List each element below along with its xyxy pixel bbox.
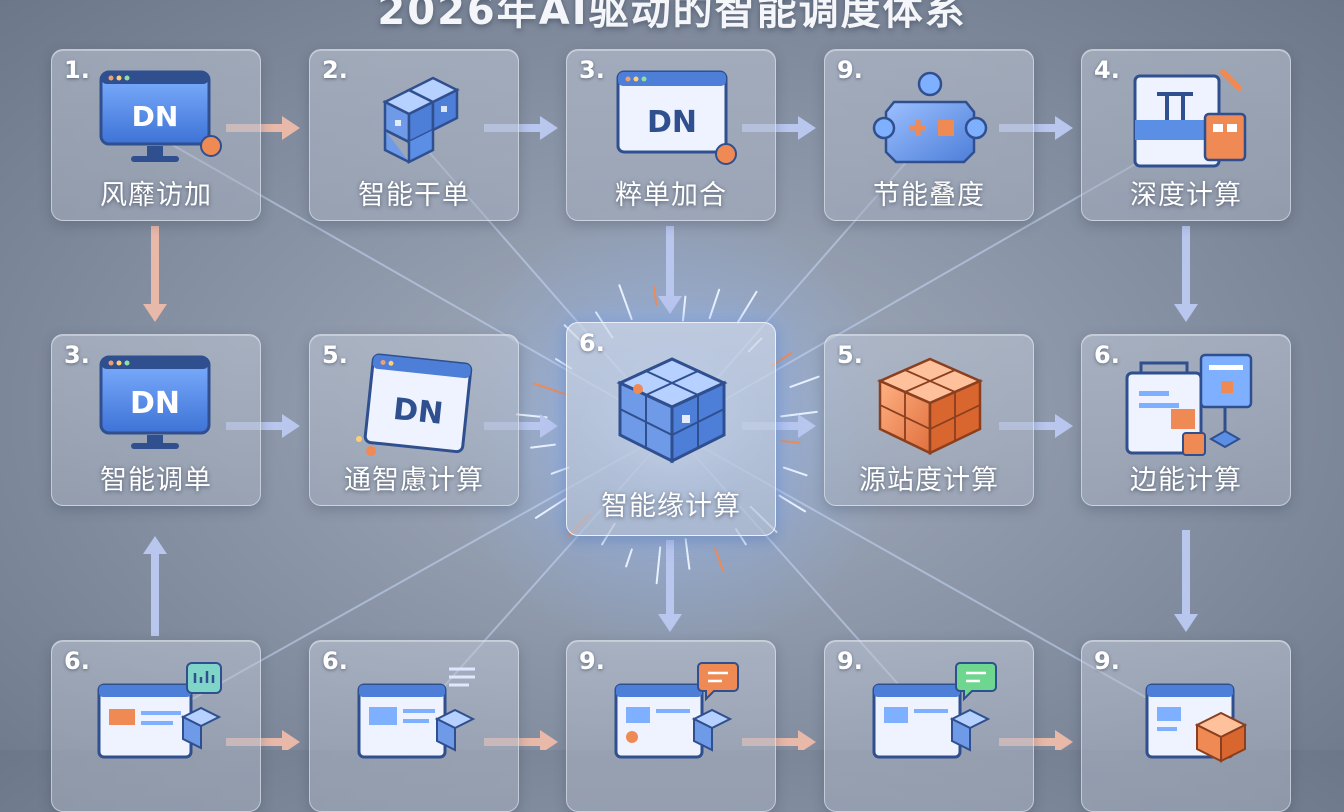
spark-2 — [778, 494, 807, 513]
node-3[interactable]: DN 3. 粹单加合 — [566, 49, 776, 221]
document-cube-icon — [345, 653, 485, 765]
flow-arrow-head-4 — [282, 414, 300, 438]
node-number: 4. — [1094, 56, 1120, 84]
spark-6 — [684, 538, 691, 570]
node-13[interactable]: 9. — [566, 640, 776, 812]
node-6[interactable]: DN 3. 智能调单 — [51, 334, 261, 506]
spark-13 — [530, 443, 556, 449]
node-number: 6. — [322, 647, 348, 675]
flow-arrow-head-1 — [540, 116, 558, 140]
svg-text:DN: DN — [132, 100, 179, 133]
node-number: 3. — [64, 341, 90, 369]
node-10[interactable]: 6. 边能计算 — [1081, 334, 1291, 506]
flow-arrow-head-11 — [143, 536, 167, 554]
node-15[interactable]: 9. — [1081, 640, 1291, 812]
spark-20 — [653, 286, 658, 306]
node-5[interactable]: 4. 深度计算 — [1081, 49, 1291, 221]
node-label: 风靡访加 — [100, 180, 212, 211]
spark-19 — [618, 284, 633, 321]
node-label: 源站度计算 — [859, 465, 999, 496]
flow-arrow-head-0 — [282, 116, 300, 140]
puzzle-cube-icon — [860, 62, 1000, 174]
node-number: 9. — [1094, 647, 1120, 675]
document-chat-icon — [860, 653, 1000, 765]
node-4[interactable]: 9. 节能叠度 — [824, 49, 1034, 221]
node-number: 6. — [579, 329, 605, 357]
flow-arrow-head-14 — [282, 730, 300, 750]
node-label: 边能计算 — [1130, 465, 1242, 496]
spark-21 — [681, 295, 687, 322]
node-number: 9. — [837, 647, 863, 675]
spark-22 — [708, 288, 721, 320]
document-orange-cube-icon — [1117, 653, 1257, 765]
spark-5 — [714, 547, 725, 572]
spark-27 — [780, 410, 818, 418]
node-label: 通智慮计算 — [344, 465, 484, 496]
svg-text:DN: DN — [647, 105, 697, 140]
document-cube-icon — [87, 653, 227, 765]
spark-23 — [736, 290, 758, 324]
flow-arrow-head-16 — [798, 730, 816, 750]
spark-26 — [789, 375, 820, 388]
cube-cluster-icon — [345, 62, 485, 174]
node-number: 6. — [64, 647, 90, 675]
flow-arrow-head-2 — [798, 116, 816, 140]
orange-cube-icon — [860, 347, 1000, 459]
window-dn-icon: DN — [602, 62, 742, 174]
node-12[interactable]: 6. — [309, 640, 519, 812]
spark-7 — [655, 546, 662, 585]
node-number: 2. — [322, 56, 348, 84]
node-7[interactable]: DN 5. 通智慮计算 — [309, 334, 519, 506]
flow-arrow-head-8 — [143, 304, 167, 322]
flow-arrow-head-9 — [658, 296, 682, 314]
node-label: 智能干单 — [358, 180, 470, 211]
node-label: 粹单加合 — [615, 180, 727, 211]
node-2[interactable]: 2. 智能干单 — [309, 49, 519, 221]
node-label: 智能调单 — [100, 465, 212, 496]
flow-arrow-head-12 — [658, 614, 682, 632]
flow-arrow-head-15 — [540, 730, 558, 750]
window-dn-icon: DN — [345, 347, 485, 459]
node-1[interactable]: DN 1. 风靡访加 — [51, 49, 261, 221]
calculator-panel-icon — [1117, 62, 1257, 174]
node-9[interactable]: 5. 源站度计算 — [824, 334, 1034, 506]
document-chat-icon — [602, 653, 742, 765]
svg-text:DN: DN — [130, 386, 180, 421]
node-number: 6. — [1094, 341, 1120, 369]
spark-12 — [550, 466, 570, 475]
spark-1 — [782, 466, 808, 477]
node-number: 5. — [322, 341, 348, 369]
node-label: 节能叠度 — [873, 180, 985, 211]
monitor-dn-icon: DN — [87, 347, 227, 459]
flow-arrow-head-6 — [798, 414, 816, 438]
spark-11 — [534, 497, 568, 519]
monitor-dn-icon: DN — [87, 62, 227, 174]
node-number: 9. — [579, 647, 605, 675]
flow-arrow-head-10 — [1174, 304, 1198, 322]
flow-arrow-head-7 — [1055, 414, 1073, 438]
node-14[interactable]: 9. — [824, 640, 1034, 812]
flow-arrow-head-17 — [1055, 730, 1073, 750]
flow-arrow-head-3 — [1055, 116, 1073, 140]
node-number: 3. — [579, 56, 605, 84]
flow-arrow-head-13 — [1174, 614, 1198, 632]
node-label: 智能缘计算 — [601, 491, 741, 522]
spark-8 — [625, 548, 633, 568]
node-number: 1. — [64, 56, 90, 84]
node-number: 5. — [837, 341, 863, 369]
spark-15 — [532, 382, 569, 396]
page-title: 2026年AI驱动的智能调度体系 — [377, 0, 967, 34]
glowing-cube-icon — [602, 345, 742, 464]
node-11[interactable]: 6. — [51, 640, 261, 812]
node-label: 深度计算 — [1130, 180, 1242, 211]
spark-0 — [780, 439, 801, 444]
dashboard-panel-icon — [1117, 347, 1257, 459]
node-number: 9. — [837, 56, 863, 84]
node-8-hub[interactable]: 6. 智能缘计算 — [566, 322, 776, 536]
flow-arrow-head-5 — [540, 414, 558, 438]
svg-text:DN: DN — [391, 392, 444, 432]
